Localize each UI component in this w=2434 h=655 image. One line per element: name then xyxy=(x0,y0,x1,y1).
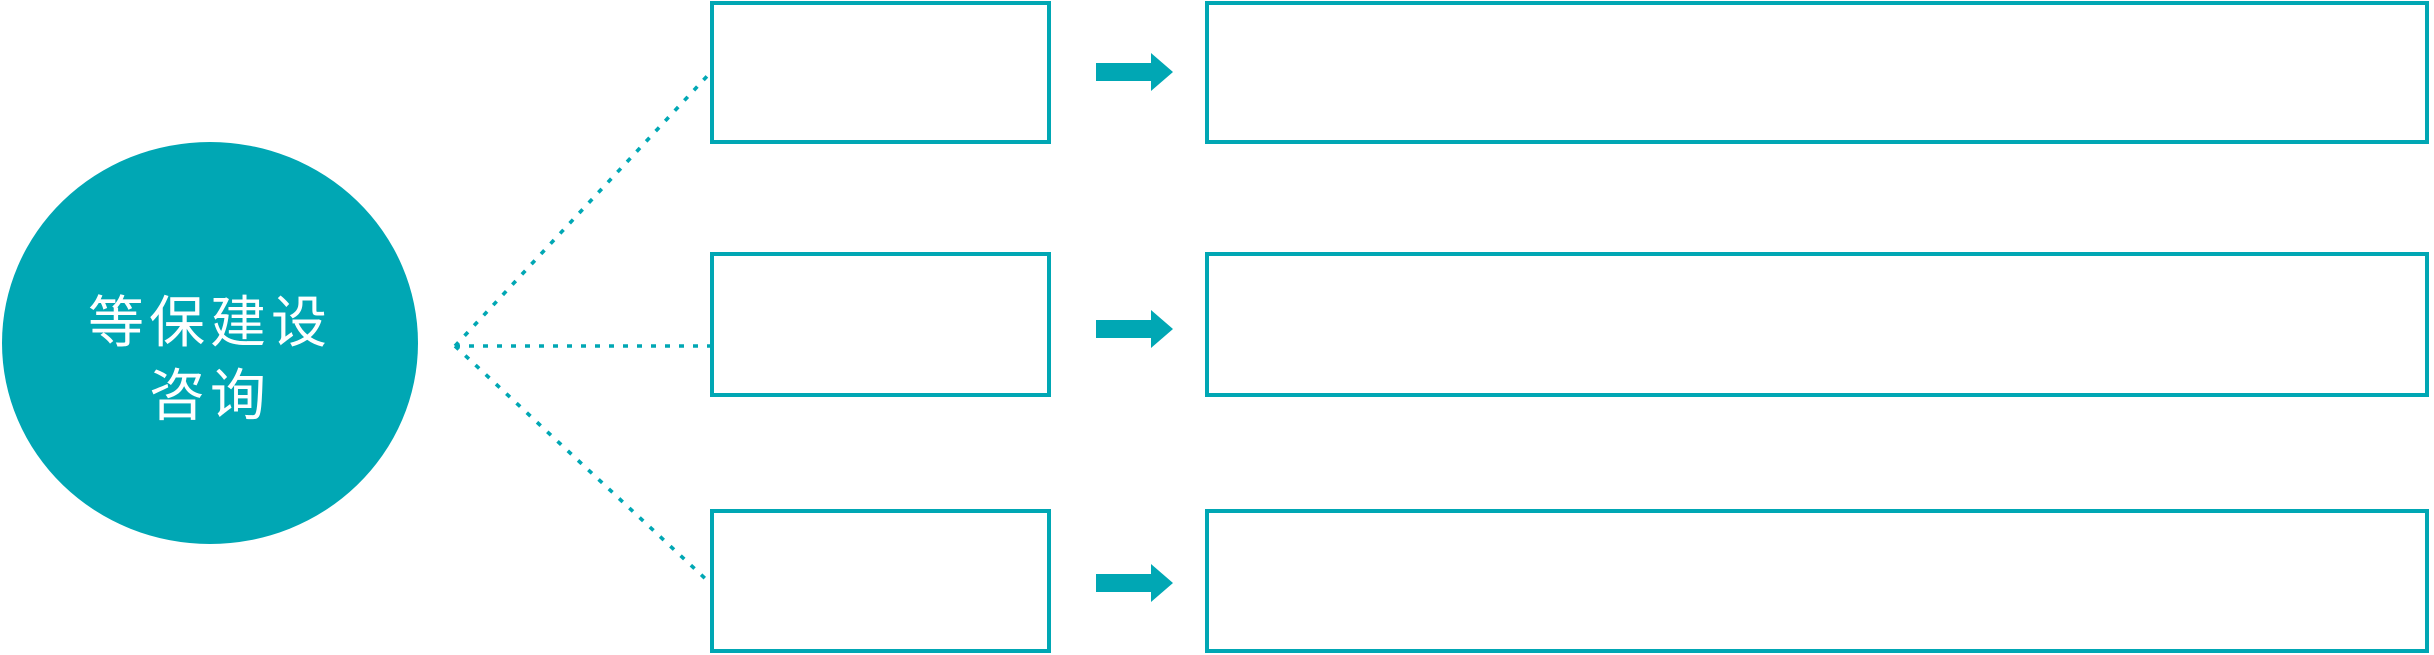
small-box-3 xyxy=(710,509,1051,653)
small-box-1 xyxy=(710,1,1051,144)
hub-label-line2: 咨询 xyxy=(149,364,271,429)
hub-circle: 等保建设 咨询 xyxy=(2,142,418,544)
large-box-2 xyxy=(1205,252,2429,397)
large-box-3 xyxy=(1205,509,2429,653)
dotted-connector-line-bottom xyxy=(453,344,712,585)
dotted-connector-line-top xyxy=(453,71,712,348)
arrow-right-icon xyxy=(1096,564,1173,602)
hub-label-line1: 等保建设 xyxy=(88,291,332,356)
arrow-right-icon xyxy=(1096,310,1173,348)
arrow-right-icon xyxy=(1096,53,1173,91)
large-box-1 xyxy=(1205,1,2429,144)
small-box-2 xyxy=(710,252,1051,397)
